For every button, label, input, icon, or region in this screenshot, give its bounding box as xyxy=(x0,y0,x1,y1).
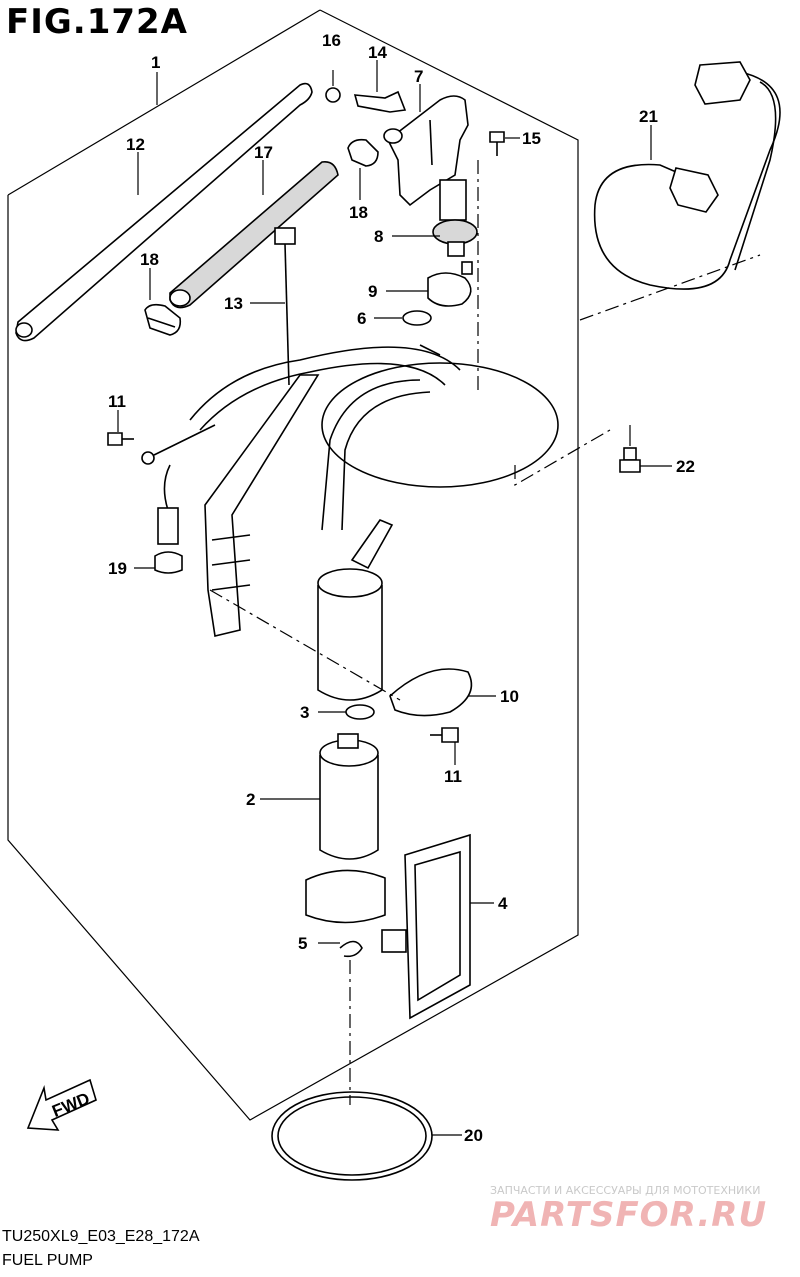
part-10-clamp-band[interactable] xyxy=(389,668,473,717)
part-19-clamp[interactable] xyxy=(154,551,183,574)
filter-housing[interactable] xyxy=(317,519,394,701)
part-7-regulator[interactable] xyxy=(383,95,469,207)
callout-8: 8 xyxy=(374,227,383,246)
callout-16: 16 xyxy=(322,31,341,50)
part-14-nipple[interactable] xyxy=(353,90,407,113)
ground-lead xyxy=(141,424,216,545)
figure-code: TU250XL9_E03_E28_172A xyxy=(2,1228,200,1245)
callout-15: 15 xyxy=(522,129,541,148)
callout-14: 14 xyxy=(368,43,387,62)
callout-11-lower: 11 xyxy=(444,767,462,786)
callout-18-upper: 18 xyxy=(349,203,368,222)
callout-9: 9 xyxy=(368,282,377,301)
part-1-hose[interactable] xyxy=(15,82,313,342)
callout-3: 3 xyxy=(300,703,309,722)
figure-caption: FUEL PUMP xyxy=(2,1252,93,1269)
callout-20: 20 xyxy=(464,1126,483,1145)
callout-1: 1 xyxy=(151,53,160,72)
pump-flange-plate[interactable] xyxy=(321,344,559,488)
callout-18: 18 xyxy=(140,250,159,269)
callout-13: 13 xyxy=(224,294,243,313)
callout-19: 19 xyxy=(108,559,127,578)
part-5-clip[interactable] xyxy=(339,940,363,958)
watermark-subtitle: ЗАПЧАСТИ И АКСЕССУАРЫ ДЛЯ МОТОТЕХНИКИ xyxy=(490,1184,761,1197)
fwd-label: FWD xyxy=(49,1089,92,1121)
part-21-fuel-hose[interactable] xyxy=(593,61,781,290)
part-15-screw[interactable] xyxy=(489,131,505,156)
part-6-o-ring[interactable] xyxy=(402,310,432,326)
watermark-logo: PARTSFOR.RU xyxy=(490,1195,768,1235)
pump-bracket[interactable] xyxy=(204,374,320,637)
callout-11: 11 xyxy=(108,392,126,411)
callout-10: 10 xyxy=(500,687,519,706)
callout-21: 21 xyxy=(639,107,658,126)
part-3-o-ring[interactable] xyxy=(345,704,375,720)
part-16-clip[interactable] xyxy=(325,70,341,103)
part-8-valve[interactable] xyxy=(432,179,478,257)
figure-title: FIG.172A xyxy=(6,2,188,42)
part-18-clamp[interactable] xyxy=(144,303,182,336)
part-11-screw-lower[interactable] xyxy=(430,727,459,743)
callout-2: 2 xyxy=(246,790,255,809)
part-18-clamp-upper[interactable] xyxy=(347,138,379,167)
callout-22: 22 xyxy=(676,457,695,476)
callout-12: 12 xyxy=(126,135,145,154)
callout-4: 4 xyxy=(498,894,508,913)
leader-lines xyxy=(117,60,672,1136)
callout-7: 7 xyxy=(414,67,423,86)
part-17-hose[interactable] xyxy=(169,160,339,309)
pump-holder-cup[interactable] xyxy=(305,869,386,924)
callout-6: 6 xyxy=(357,309,366,328)
wiring-harness xyxy=(189,346,461,531)
assembly-centerlines xyxy=(209,160,761,1105)
part-11-screw[interactable] xyxy=(107,432,134,446)
part-2-fuel-pump[interactable] xyxy=(319,733,379,860)
assembly-boundary xyxy=(7,9,579,1121)
fwd-direction-arrow: FWD xyxy=(26,1078,97,1131)
callout-17: 17 xyxy=(254,143,273,162)
part-4-filter[interactable] xyxy=(381,833,471,1020)
part-20-gasket[interactable] xyxy=(271,1091,433,1181)
part-22-bolt[interactable] xyxy=(619,447,641,473)
callout-5: 5 xyxy=(298,934,307,953)
part-9-clamp[interactable] xyxy=(427,261,473,307)
callout-labels: 1 12 17 16 14 7 15 18 18 8 9 13 6 21 11 … xyxy=(108,31,695,1145)
